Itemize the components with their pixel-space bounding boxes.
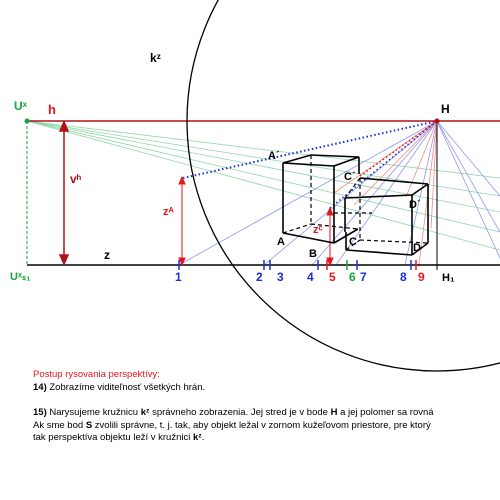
step-15-kz: kᶻ bbox=[140, 407, 150, 419]
label-vh: vʰ bbox=[70, 172, 82, 186]
box-1 bbox=[282, 154, 360, 244]
line-3-text-b: . bbox=[201, 432, 205, 444]
step-15-H: H bbox=[330, 407, 338, 419]
label-z: z bbox=[104, 248, 110, 262]
tick-label-3: 3 bbox=[277, 270, 284, 284]
step-15-text-c: a jej polomer sa rovná bbox=[337, 407, 434, 419]
vh-arrow bbox=[58, 120, 70, 266]
box-2-hidden bbox=[334, 177, 429, 251]
tick-label-5: 5 bbox=[329, 270, 336, 284]
box-1-hidden bbox=[282, 155, 359, 234]
label-zA: zᴬ bbox=[163, 206, 175, 218]
label-D: D bbox=[413, 242, 421, 254]
circle-kz bbox=[186, 0, 500, 372]
line-3-text-a: tak perspektíva objektu leží v kružnici bbox=[33, 432, 193, 444]
label-C: C bbox=[349, 236, 357, 248]
step-15-number: 15) bbox=[33, 407, 47, 419]
label-A: A bbox=[277, 236, 285, 248]
tick-label-8: 8 bbox=[400, 270, 407, 284]
tick-label-6: 6 bbox=[349, 270, 356, 284]
tick-label-4: 4 bbox=[307, 270, 314, 284]
label-C-prime: C´ bbox=[344, 171, 356, 183]
point-ux bbox=[24, 118, 30, 124]
label-ux: Uˣ bbox=[14, 99, 28, 113]
tick-label-9: 9 bbox=[418, 270, 425, 284]
label-h: h bbox=[48, 102, 56, 117]
label-D-prime: D´ bbox=[409, 199, 421, 211]
instructions-text: Postup rysovania perspektívy: 14) Zobraz… bbox=[33, 369, 500, 445]
step-15: 15) Narysujeme kružnicu kᶻ správneho zob… bbox=[33, 407, 500, 420]
za-arrow bbox=[178, 175, 186, 267]
label-kz: kᶻ bbox=[150, 51, 161, 65]
blue-construction-rays bbox=[178, 120, 500, 266]
label-ux-s1: Uˣₛ₁ bbox=[10, 271, 31, 283]
notes-heading: Postup rysovania perspektívy: bbox=[33, 369, 160, 380]
line-3-kz: kᶻ bbox=[193, 432, 202, 444]
label-H1: H₁ bbox=[442, 272, 455, 284]
step-15-line-2: Ak sme bod S zvolili správne, t. j. tak,… bbox=[33, 420, 500, 433]
line-2-S: S bbox=[85, 419, 93, 431]
line-2-text-a: Ak sme bod bbox=[33, 419, 86, 431]
label-H: H bbox=[441, 102, 450, 116]
label-zC: zᶜ bbox=[313, 224, 323, 236]
label-B: B bbox=[309, 248, 317, 260]
step-15-text-a: Narysujeme kružnicu bbox=[46, 407, 141, 419]
label-A-prime: A´ bbox=[268, 150, 280, 162]
step-15-line-3: tak perspektíva objektu leží v kružnici … bbox=[33, 432, 500, 445]
blue-dotted-line-upper bbox=[182, 120, 438, 179]
step-14: 14) Zobrazíme viditeľnosť všetkých hrán. bbox=[33, 382, 500, 395]
step-14-number: 14) bbox=[33, 381, 47, 393]
point-h bbox=[434, 118, 440, 124]
tick-label-1: 1 bbox=[175, 270, 182, 284]
box-2 bbox=[344, 177, 429, 256]
tick-label-2: 2 bbox=[256, 270, 263, 284]
z-ticks bbox=[178, 260, 417, 270]
line-2-text-b: zvolili správne, t. j. tak, aby objekt l… bbox=[92, 419, 431, 431]
zc-arrow bbox=[326, 206, 334, 267]
step-14-text: Zobrazíme viditeľnosť všetkých hrán. bbox=[46, 381, 206, 393]
blue-dotted-line-lower bbox=[329, 120, 438, 209]
step-15-text-b: správneho zobrazenia. Jej stred je v bod… bbox=[149, 407, 331, 419]
tick-label-7: 7 bbox=[360, 270, 367, 284]
